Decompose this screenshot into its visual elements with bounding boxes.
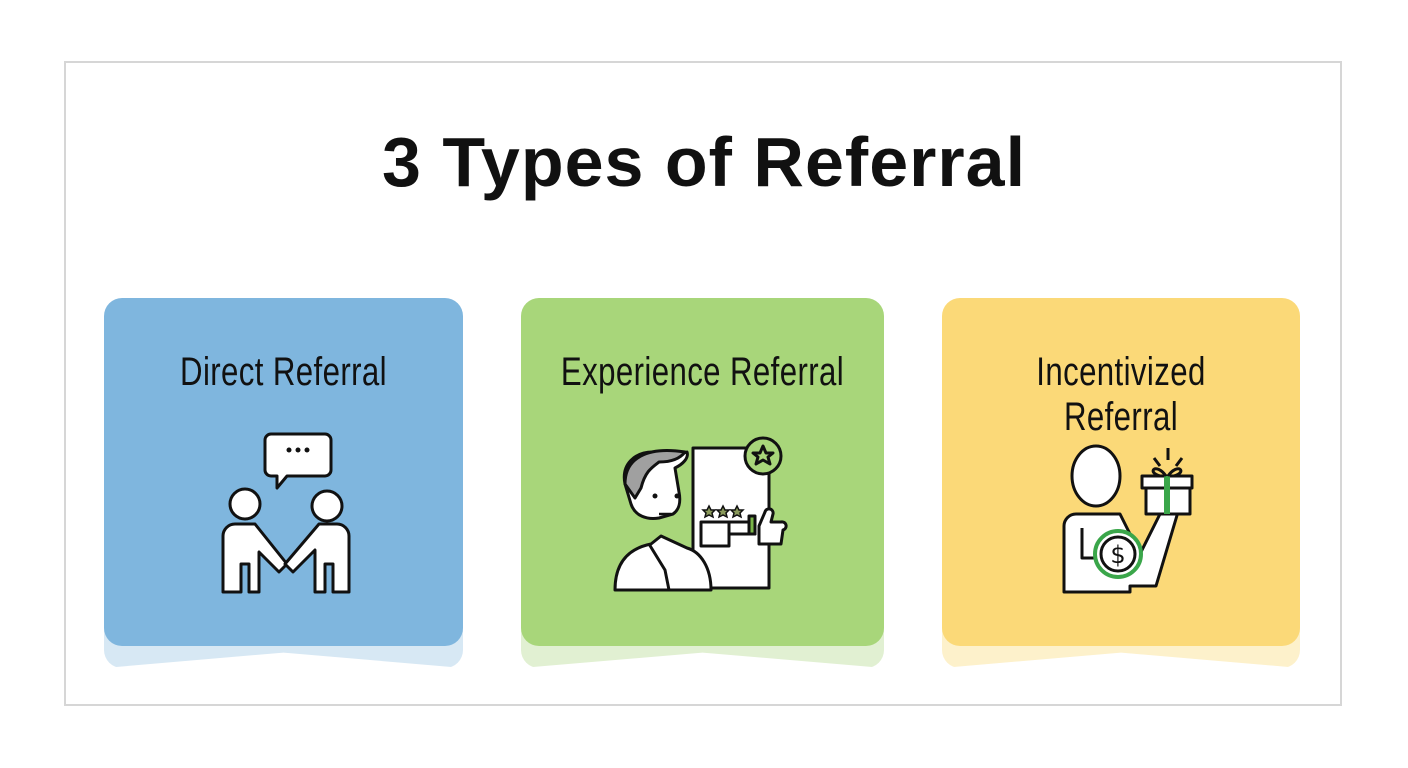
card-title: Direct Referral bbox=[180, 350, 387, 394]
card-body: Experience Referral bbox=[521, 298, 884, 646]
svg-text:$: $ bbox=[1110, 541, 1125, 569]
card-title: Experience Referral bbox=[560, 350, 845, 394]
card-body: Incentivized Referral $ bbox=[942, 298, 1300, 646]
reward-gift-money-icon: $ bbox=[1062, 444, 1194, 594]
handshake-conversation-icon bbox=[221, 432, 350, 594]
review-rating-person-icon bbox=[613, 436, 788, 592]
card-title: Incentivized Referral bbox=[1036, 350, 1206, 439]
card-body: Direct Referral bbox=[104, 298, 463, 646]
page-title: 3 Types of Referral bbox=[381, 123, 1027, 201]
